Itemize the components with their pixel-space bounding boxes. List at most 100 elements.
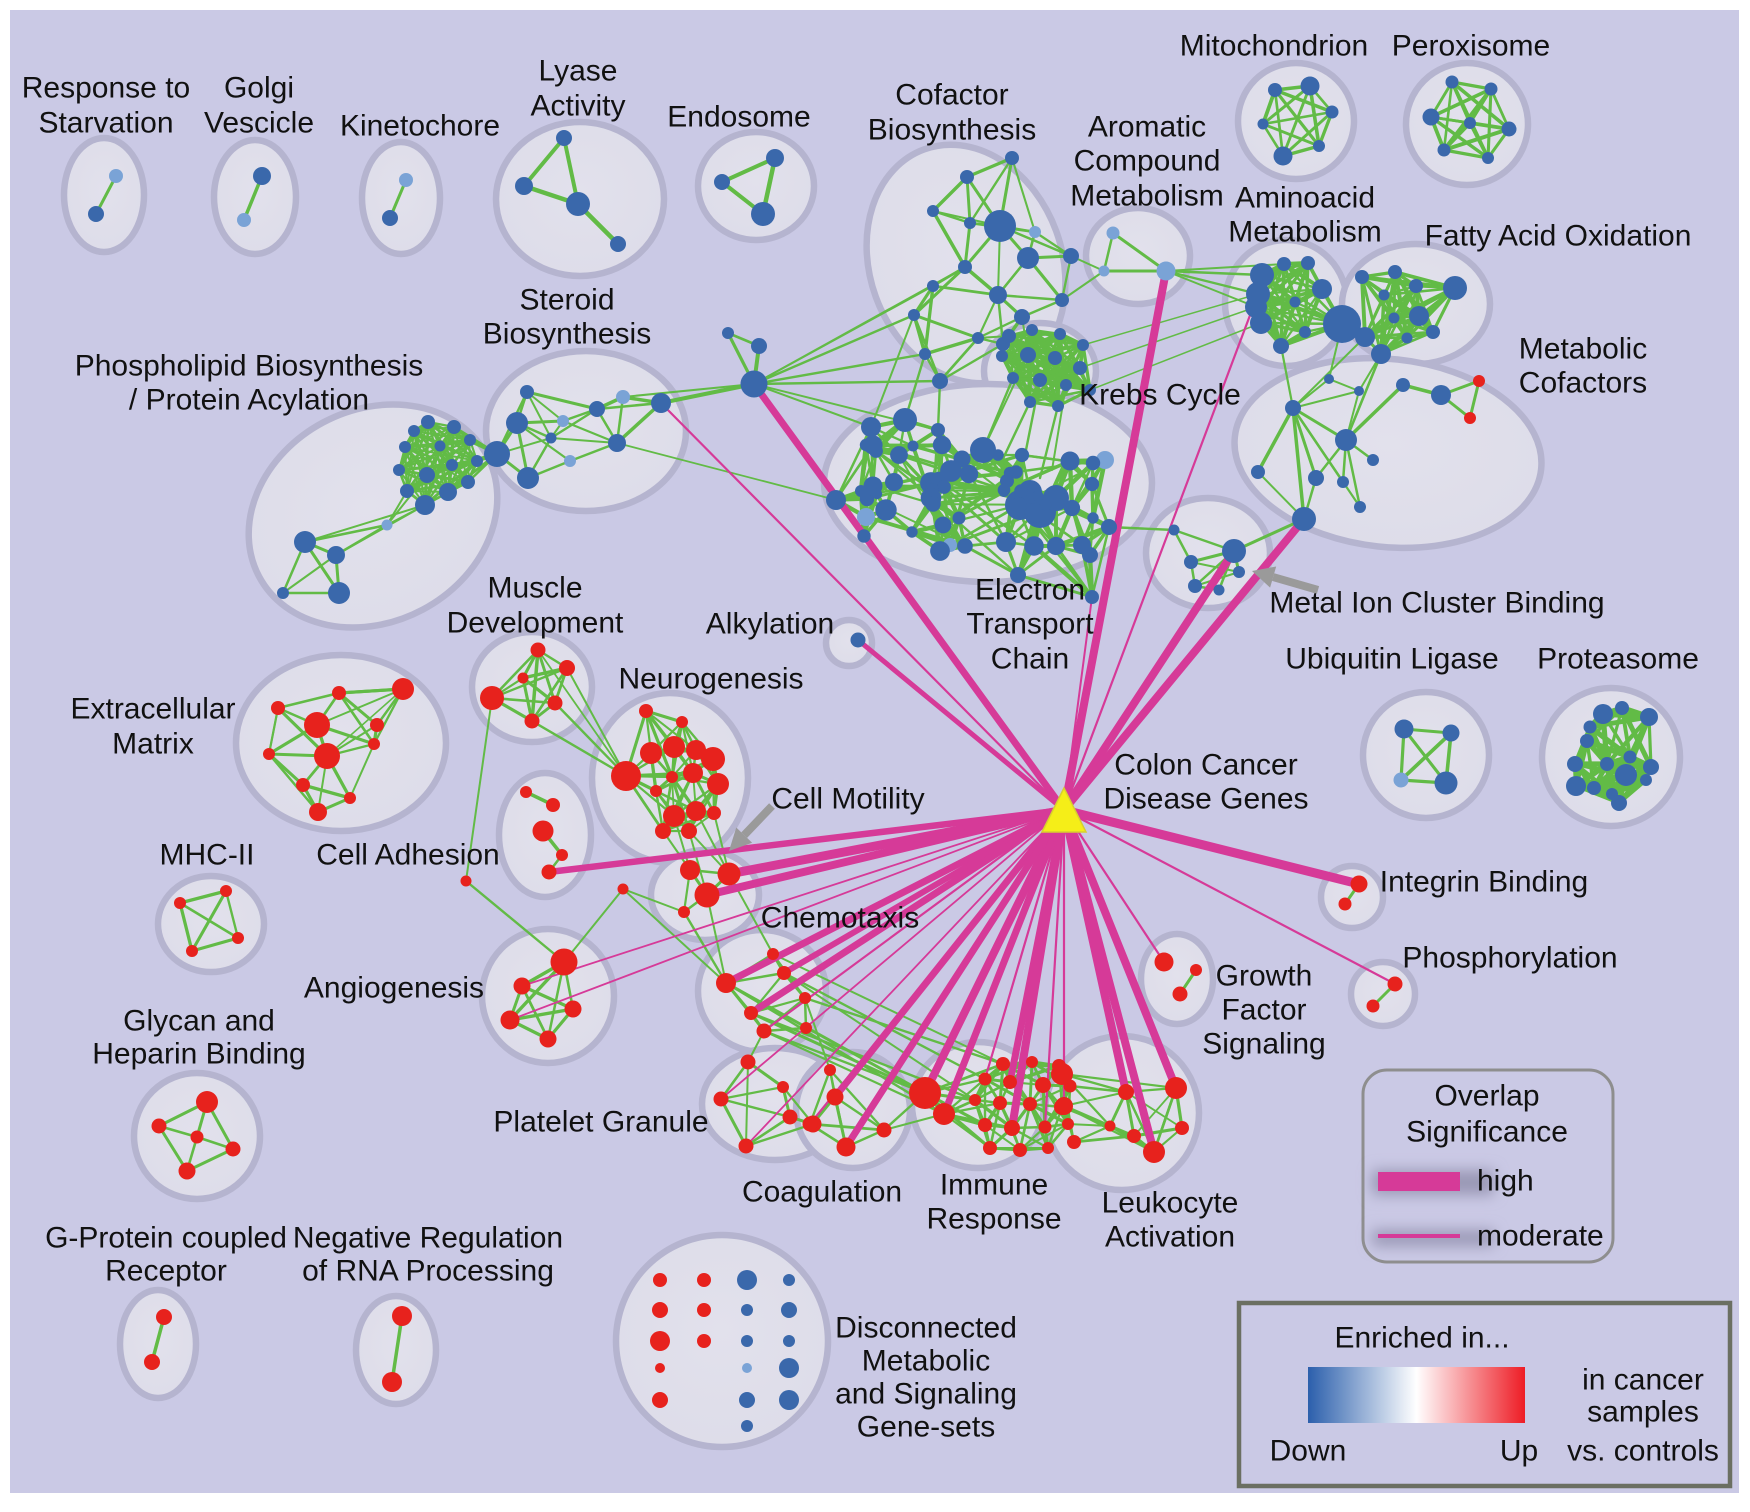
node-proteasome: [1567, 756, 1583, 772]
node-ubiquitin-ligase: [1393, 772, 1409, 788]
cluster-label-disconnected-gene-sets: and Signaling: [835, 1378, 1017, 1411]
node-peroxisome: [1464, 117, 1476, 129]
node-proteasome: [1643, 759, 1659, 775]
node-fatty-acid-oxidation: [1388, 312, 1400, 324]
node-cofactor-biosynthesis: [1029, 226, 1041, 238]
node-metal-ion-cluster-binding: [1222, 539, 1246, 563]
node-cofactor-biosynthesis: [927, 280, 939, 292]
cluster-label-immune-response: Response: [926, 1203, 1061, 1236]
node-mitochondrion: [1325, 105, 1339, 119]
node-metabolic-cofactors: [1354, 501, 1366, 513]
edge-metabolic-cofactors: [1292, 390, 1360, 409]
node-neurogenesis: [686, 740, 706, 760]
node-krebs-cycle: [1084, 384, 1096, 396]
node-loose: [460, 875, 472, 887]
node-extracellular-matrix: [314, 743, 340, 769]
node-aminoacid-metabolism: [1289, 296, 1301, 308]
cluster-label-electron-transport-chain: Electron: [975, 574, 1085, 607]
edge-platelet-granule: [744, 1122, 815, 1148]
node-krebs-cycle: [1048, 351, 1062, 365]
node-mitochondrion: [1300, 76, 1320, 96]
edge-proteasome: [1587, 724, 1633, 760]
edge-phospholipid-biosynthesis: [397, 425, 456, 472]
node-electron-transport-chain: [925, 496, 941, 512]
node-angiogenesis: [564, 1000, 582, 1018]
node-fatty-acid-oxidation: [1355, 270, 1369, 284]
green-link: [616, 442, 837, 501]
edge-mitochondrion: [1273, 88, 1334, 114]
green-link: [1068, 1084, 1128, 1094]
edge-extracellular-matrix: [316, 688, 404, 726]
cluster-label-cofactor-biosynthesis: Biosynthesis: [868, 114, 1036, 147]
node-coagulation: [836, 1137, 856, 1157]
node-platelet-granule: [740, 1054, 756, 1070]
edge-angiogenesis: [520, 984, 550, 1041]
green-link: [465, 697, 493, 882]
edge-immune-response: [1019, 1123, 1069, 1151]
node-peroxisome: [1501, 121, 1517, 137]
node-kinetochore: [399, 173, 413, 187]
node-coagulation: [826, 1088, 844, 1106]
node-metabolic-cofactors: [1473, 375, 1485, 387]
edge-phospholipid-biosynthesis: [406, 430, 415, 492]
legend-overlap-title: Significance: [1406, 1116, 1568, 1149]
edge-phospholipid-biosynthesis: [282, 554, 337, 594]
node-glycan-heparin-binding: [196, 1091, 218, 1113]
hub-overlap-edge: [545, 806, 1068, 876]
node-immune-response: [1004, 1120, 1020, 1136]
node-negative-regulation-rna: [382, 1372, 402, 1392]
node-disconnected-gene-sets: [741, 1335, 753, 1347]
node-electron-transport-chain: [996, 532, 1016, 552]
node-phospholipid-biosynthesis: [408, 425, 420, 437]
edge-neurogenesis: [645, 710, 697, 751]
node-phospholipid-biosynthesis: [471, 455, 483, 467]
cluster-label-steroid-biosynthesis: Biosynthesis: [483, 318, 651, 351]
cluster-label-mhc-ii: MHC-II: [160, 839, 255, 872]
green-link: [752, 379, 942, 386]
legend-enriched-title: Enriched in...: [1334, 1322, 1509, 1355]
node-steroid-biosynthesis: [608, 434, 626, 452]
legend-high-label: high: [1477, 1165, 1534, 1198]
edge-phospholipid-biosynthesis: [412, 429, 454, 467]
node-disconnected-gene-sets: [783, 1274, 795, 1286]
edge-coagulation: [808, 1122, 886, 1132]
hub-overlap-edge: [1062, 808, 1397, 986]
edge-extracellular-matrix: [267, 752, 320, 814]
node-chemotaxis: [800, 1022, 812, 1034]
edge-mhc-ii: [190, 936, 240, 953]
edge-leukocyte-activation: [1060, 1072, 1128, 1094]
node-muscle-development: [530, 642, 546, 658]
node-fatty-acid-oxidation: [1371, 344, 1391, 364]
edge-mhc-ii: [178, 889, 228, 905]
node-electron-transport-chain: [1084, 476, 1100, 492]
edge-endosome: [720, 156, 777, 184]
node-endosome: [751, 202, 775, 226]
edge-phospholipid-biosynthesis: [403, 445, 427, 507]
node-immune-response: [1035, 1077, 1051, 1093]
edge-peroxisome: [1442, 127, 1511, 152]
node-metabolic-cofactors: [1251, 465, 1265, 479]
cluster-label-cell-adhesion: Cell Adhesion: [316, 839, 499, 872]
node-krebs-cycle: [1007, 372, 1019, 384]
node-krebs-cycle: [996, 350, 1008, 362]
node-proteasome: [1566, 776, 1586, 796]
edge-platelet-granule: [744, 1115, 792, 1148]
cluster-label-platelet-granule: Platelet Granule: [493, 1106, 708, 1139]
green-link: [936, 379, 942, 432]
edge-cofactor-biosynthesis: [968, 156, 1014, 225]
edge-electron-transport-chain: [963, 544, 1020, 577]
edge-metabolic-cofactors: [1291, 406, 1318, 480]
node-steroid-biosynthesis: [557, 415, 569, 427]
node-leukocyte-activation: [1127, 1129, 1141, 1143]
hub-overlap-edge: [521, 809, 1065, 987]
green-link: [622, 383, 755, 398]
edge-extracellular-matrix: [326, 688, 404, 757]
edge-electron-transport-chain: [1090, 457, 1108, 521]
node-leukocyte-activation: [1055, 1097, 1073, 1115]
node-integrin-binding: [1338, 897, 1352, 911]
node-neurogenesis: [611, 761, 641, 791]
node-disconnected-gene-sets: [652, 1392, 668, 1408]
node-endosome: [714, 174, 730, 190]
node-phospholipid-biosynthesis: [328, 582, 350, 604]
cluster-label-glycan-heparin-binding: Glycan and: [123, 1005, 275, 1038]
